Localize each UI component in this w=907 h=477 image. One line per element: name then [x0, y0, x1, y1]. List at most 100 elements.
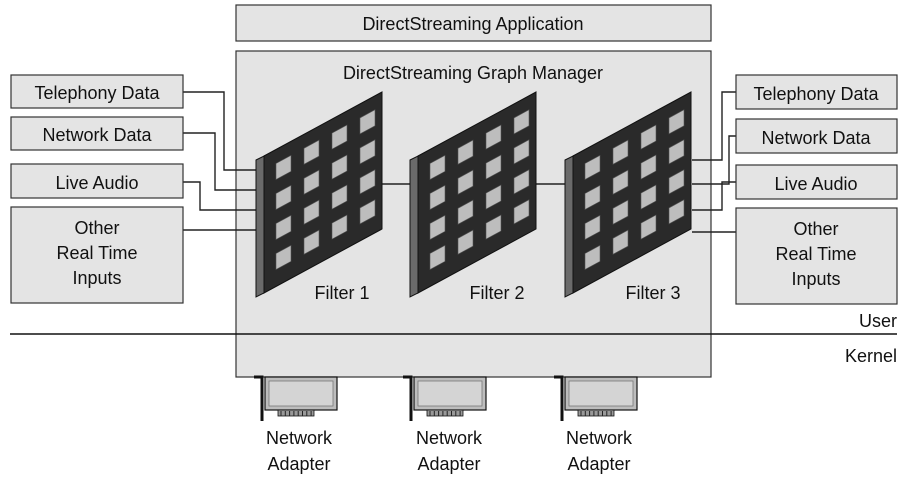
right-input-telephony-label: Telephony Data — [753, 84, 879, 104]
right-input-audio: Live Audio — [735, 164, 898, 200]
wire-left-network — [183, 132, 256, 191]
left-input-network-label: Network Data — [42, 125, 152, 145]
right-input-telephony: Telephony Data — [735, 74, 898, 110]
left-input-other-line2: Real Time — [56, 243, 137, 263]
adapter-board-inner — [417, 380, 483, 407]
left-input-telephony-label: Telephony Data — [34, 83, 160, 103]
left-input-network: Network Data — [10, 116, 184, 151]
wire-right-network — [692, 135, 736, 185]
filter-2-label: Filter 2 — [469, 283, 524, 303]
filter-cell — [668, 139, 685, 165]
filter-cell — [457, 169, 474, 195]
filter-cell — [668, 109, 685, 135]
filter-cell — [359, 139, 376, 165]
right-inputs: Telephony Data Network Data Live Audio O… — [735, 74, 898, 305]
left-input-audio-label: Live Audio — [55, 173, 138, 193]
filter-2 — [409, 91, 537, 298]
filter-cell — [359, 199, 376, 225]
right-input-other-line2: Real Time — [775, 244, 856, 264]
filter-cell — [429, 244, 446, 270]
adapter-board-inner — [268, 380, 334, 407]
right-input-other-line1: Other — [793, 219, 838, 239]
wire-left-audio — [183, 181, 256, 211]
filter-cell — [303, 169, 320, 195]
filter-cell — [640, 214, 657, 240]
left-input-audio: Live Audio — [10, 163, 184, 199]
adapter-connector — [577, 409, 615, 417]
filter-cell — [513, 109, 530, 135]
filter-cell — [612, 199, 629, 225]
filter-cell — [331, 124, 348, 150]
filter-cell — [513, 199, 530, 225]
user-label: User — [859, 311, 897, 331]
filter-cell — [429, 154, 446, 180]
filter-cell — [331, 214, 348, 240]
adapter-bracket — [254, 375, 264, 421]
filter-1 — [255, 91, 383, 298]
filter-cell — [457, 139, 474, 165]
filter-cell — [359, 169, 376, 195]
adapter-bracket — [403, 375, 413, 421]
right-input-other: Other Real Time Inputs — [735, 207, 898, 305]
filter-cell — [457, 199, 474, 225]
network-adapter-1-icon — [254, 375, 338, 421]
adapter-3-label-line1: Network — [566, 428, 633, 448]
adapter-connector — [426, 409, 464, 417]
graph-manager-label: DirectStreaming Graph Manager — [343, 63, 603, 83]
filter-face — [417, 91, 537, 294]
filter-cell — [612, 229, 629, 255]
left-input-other: Other Real Time Inputs — [10, 206, 184, 304]
wire-right-audio — [692, 181, 736, 211]
adapter-2-label-line1: Network — [416, 428, 483, 448]
filter-cell — [331, 184, 348, 210]
filter-cell — [485, 124, 502, 150]
adapter-1-label-line2: Adapter — [267, 454, 330, 474]
filter-cell — [275, 184, 292, 210]
right-input-other-line3: Inputs — [791, 269, 840, 289]
filter-cell — [612, 139, 629, 165]
filter-cell — [457, 229, 474, 255]
filter-cell — [429, 214, 446, 240]
right-input-network: Network Data — [735, 118, 898, 154]
network-adapter-3-icon — [554, 375, 638, 421]
adapter-bracket — [554, 375, 564, 421]
filters — [255, 91, 692, 298]
filter-cell — [303, 139, 320, 165]
filter-cell — [485, 214, 502, 240]
filter-cell — [640, 184, 657, 210]
right-input-audio-label: Live Audio — [774, 174, 857, 194]
filter-side — [409, 155, 419, 298]
filter-cell — [275, 214, 292, 240]
wire-left-telephony — [183, 91, 256, 171]
application-label: DirectStreaming Application — [362, 14, 583, 34]
filter-cell — [513, 169, 530, 195]
filter-cell — [359, 109, 376, 135]
filter-cell — [612, 169, 629, 195]
filter-cell — [584, 154, 601, 180]
network-adapter-2-icon — [403, 375, 487, 421]
filter-side — [564, 155, 574, 298]
adapter-connector — [277, 409, 315, 417]
filter-face — [263, 91, 383, 294]
filter-cell — [429, 184, 446, 210]
left-input-other-line1: Other — [74, 218, 119, 238]
filter-cell — [275, 244, 292, 270]
filter-3-label: Filter 3 — [625, 283, 680, 303]
connection-wires — [183, 91, 736, 233]
filter-cell — [640, 124, 657, 150]
filter-cell — [668, 169, 685, 195]
adapter-3-label-line2: Adapter — [567, 454, 630, 474]
filter-cell — [485, 184, 502, 210]
filter-cell — [485, 154, 502, 180]
application-box: DirectStreaming Application — [235, 4, 712, 42]
filter-cell — [668, 199, 685, 225]
filter-cell — [640, 154, 657, 180]
kernel-label: Kernel — [845, 346, 897, 366]
filter-side — [255, 155, 265, 298]
filter-3 — [564, 91, 692, 298]
filter-cell — [584, 214, 601, 240]
filter-cell — [275, 154, 292, 180]
filter-cell — [513, 139, 530, 165]
filter-cell — [584, 184, 601, 210]
